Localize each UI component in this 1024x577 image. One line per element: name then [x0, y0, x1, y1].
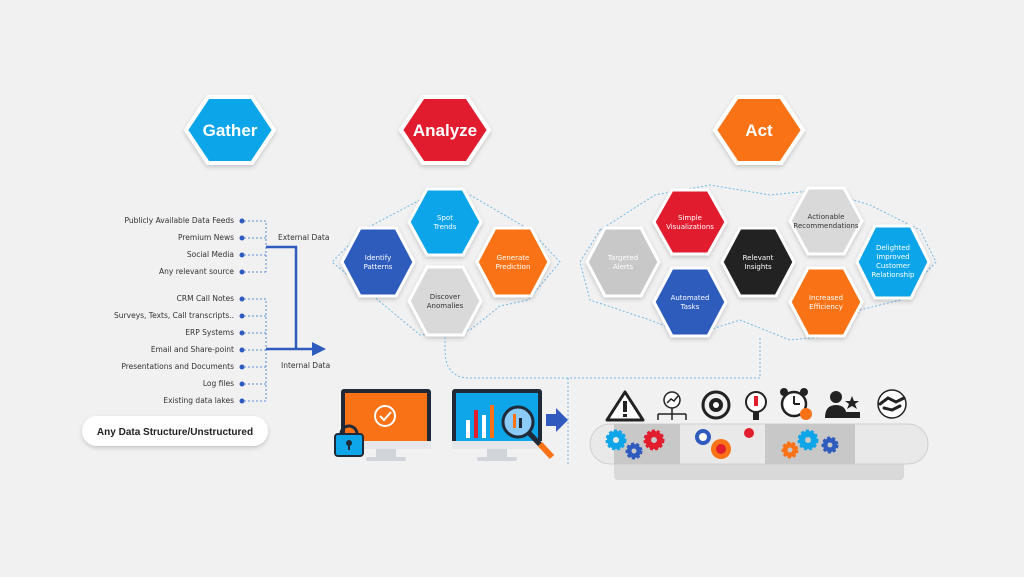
act-hex-targeted-alerts: Targeted Alerts: [585, 226, 661, 298]
svg-text:Email and Share-point: Email and Share-point: [151, 345, 234, 354]
svg-text:ERP Systems: ERP Systems: [185, 328, 234, 337]
svg-text:Any relevant source: Any relevant source: [159, 267, 234, 276]
arrow-right-icon: [546, 408, 568, 432]
buttons-panel-icon: [695, 428, 754, 459]
svg-text:Automated: Automated: [671, 294, 710, 302]
svg-text:Generate: Generate: [497, 254, 530, 262]
gather-header-hex: Gather: [183, 95, 277, 165]
svg-text:Actionable: Actionable: [808, 213, 845, 221]
svg-text:Publicly Available Data Feeds: Publicly Available Data Feeds: [124, 216, 234, 225]
svg-text:Trends: Trends: [433, 223, 457, 231]
act-hex-simple-visualizations: Simple Visualizations: [652, 188, 728, 256]
svg-text:Tasks: Tasks: [680, 303, 700, 311]
svg-text:Relationship: Relationship: [872, 271, 916, 279]
act-hex-relevant-insights: Relevant Insights: [720, 226, 796, 298]
act-title: Act: [745, 121, 773, 140]
analyze-cluster: Spot Trends Identify Patterns Generate P…: [331, 187, 561, 337]
svg-text:Log files: Log files: [203, 379, 234, 388]
source-item: ERP Systems: [185, 328, 245, 337]
user-star-icon: [825, 391, 860, 418]
thermometer-icon: [745, 391, 767, 420]
cycle-gear-icon: [701, 390, 731, 420]
act-hex-actionable-recommendations: Actionable Recommendations: [788, 186, 864, 256]
analyze-hex-spot-trends: Spot Trends: [407, 187, 483, 257]
svg-text:Presentations and Documents: Presentations and Documents: [121, 362, 234, 371]
svg-text:Discover: Discover: [430, 293, 461, 301]
data-structure-label: Any Data Structure/Unstructured: [97, 427, 253, 438]
gather-flow-arrow: External Data Internal Data: [266, 233, 330, 370]
analyze-header-hex: Analyze: [398, 95, 492, 165]
act-header-hex: Act: [712, 95, 806, 165]
source-item: Email and Share-point: [151, 345, 245, 354]
svg-text:Anomalies: Anomalies: [427, 302, 464, 310]
svg-text:Targeted: Targeted: [607, 254, 638, 262]
analyze-title: Analyze: [413, 121, 477, 140]
analyze-hex-discover-anomalies: Discover Anomalies: [407, 265, 483, 337]
source-item: Surveys, Texts, Call transcripts..: [114, 311, 245, 320]
svg-text:Existing data lakes: Existing data lakes: [163, 396, 234, 405]
conveyor: [589, 423, 929, 480]
source-item: Log files: [203, 379, 245, 388]
alarm-clock-gear-icon: [780, 388, 812, 420]
source-item: Social Media: [187, 250, 245, 259]
svg-text:CRM Call Notes: CRM Call Notes: [177, 294, 234, 303]
svg-text:Relevant: Relevant: [743, 254, 774, 262]
handshake-icon: [877, 389, 907, 419]
svg-text:Simple: Simple: [678, 214, 702, 222]
act-hex-increased-efficiency: Increased Efficiency: [788, 266, 864, 338]
svg-text:Social Media: Social Media: [187, 250, 234, 259]
analyze-hex-identify-patterns: Identify Patterns: [340, 226, 416, 298]
svg-text:Surveys, Texts, Call transcrip: Surveys, Texts, Call transcripts..: [114, 311, 234, 320]
analyze-hex-generate-prediction: Generate Prediction: [475, 226, 551, 298]
svg-text:Alerts: Alerts: [613, 263, 634, 271]
cluster-connectors: [444, 337, 761, 466]
gather-title: Gather: [203, 121, 258, 140]
external-sources: Publicly Available Data Feeds Premium Ne…: [124, 216, 267, 276]
svg-text:Improved: Improved: [876, 253, 909, 261]
svg-text:Increased: Increased: [809, 294, 843, 302]
svg-text:Visualizations: Visualizations: [666, 223, 714, 231]
warning-icon: [605, 390, 645, 422]
svg-text:Customer: Customer: [876, 262, 910, 270]
act-cluster: Simple Visualizations Actionable Recomme…: [579, 184, 937, 341]
monitor-chart-search-icon: [452, 389, 555, 461]
gears-right-icon: [781, 429, 839, 459]
svg-text:Premium News: Premium News: [178, 233, 234, 242]
decision-chart-icon: [657, 391, 687, 420]
svg-text:Efficiency: Efficiency: [809, 303, 843, 311]
svg-text:Patterns: Patterns: [364, 263, 393, 271]
gears-left-icon: [605, 429, 665, 460]
internal-sources: CRM Call Notes Surveys, Texts, Call tran…: [114, 294, 267, 405]
external-data-label: External Data: [278, 233, 329, 242]
icons-row: [605, 388, 907, 422]
internal-data-label: Internal Data: [281, 361, 330, 370]
svg-text:Insights: Insights: [744, 263, 772, 271]
act-hex-automated-tasks: Automated Tasks: [652, 266, 728, 338]
act-hex-delighted-customer: Delighted Improved Customer Relationship: [855, 224, 931, 300]
svg-text:Recommendations: Recommendations: [793, 222, 859, 230]
source-item: Any relevant source: [159, 267, 245, 276]
source-item: Presentations and Documents: [121, 362, 245, 371]
svg-text:Identify: Identify: [365, 254, 391, 262]
source-item: CRM Call Notes: [177, 294, 245, 303]
source-item: Premium News: [178, 233, 245, 242]
monitor-lock-icon: [334, 389, 431, 461]
svg-text:Spot: Spot: [437, 214, 453, 222]
source-item: Existing data lakes: [163, 396, 245, 405]
svg-text:Prediction: Prediction: [496, 263, 531, 271]
source-item: Publicly Available Data Feeds: [124, 216, 245, 225]
data-structure-pill: Any Data Structure/Unstructured: [82, 416, 268, 446]
svg-text:Delighted: Delighted: [876, 244, 910, 252]
